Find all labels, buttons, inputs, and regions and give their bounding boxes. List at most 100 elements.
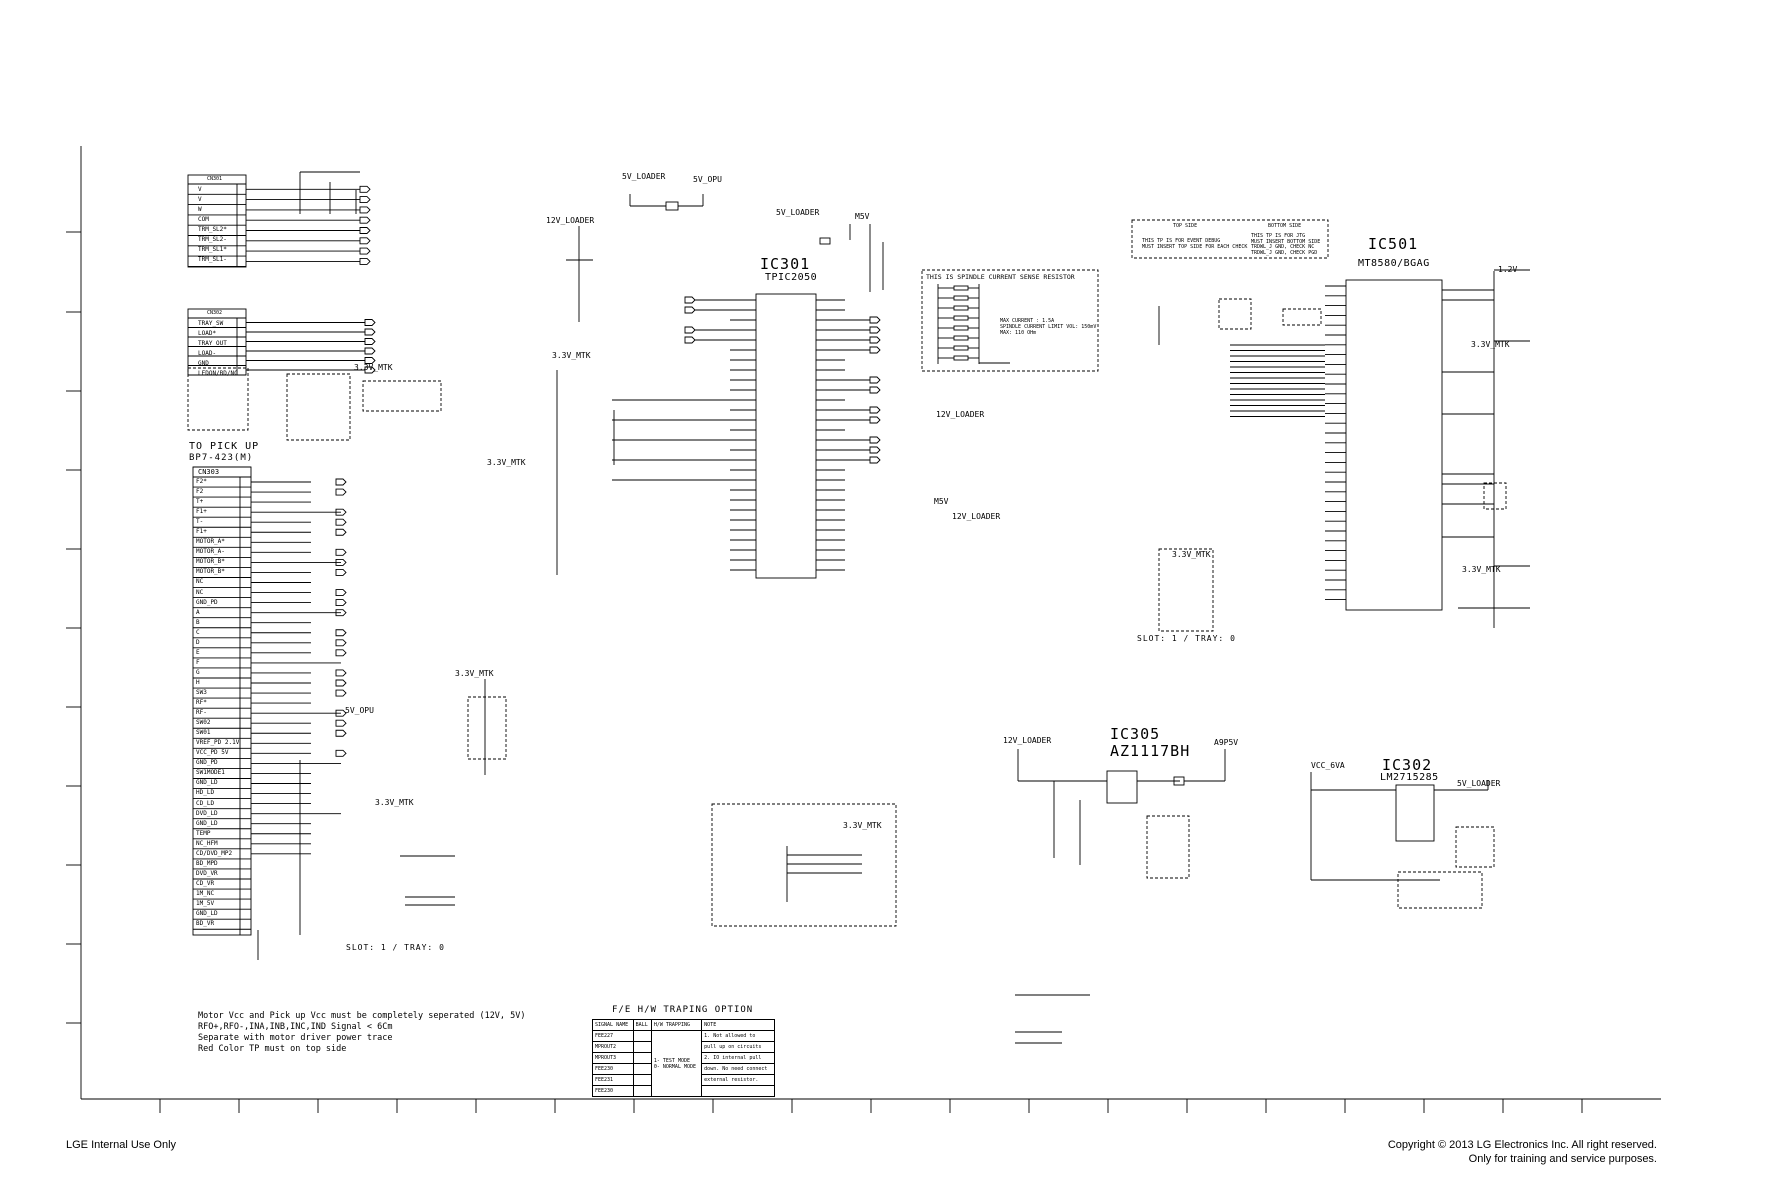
pin-name: RF* (196, 699, 207, 707)
rail-12v-loader-3: 12V_LOADER (952, 512, 1001, 521)
net-port-icon (359, 247, 371, 255)
pin-name: NC (196, 578, 204, 586)
footer-internal-use: LGE Internal Use Only (66, 1139, 177, 1151)
cn301-connector (187, 171, 371, 268)
spindle-sense-resistors (921, 269, 1099, 372)
net-port-icon (869, 326, 881, 334)
pin-name: DVD_LD (196, 809, 218, 817)
trap-note: pull up on circuits (701, 1041, 775, 1053)
pin-name: RF- (196, 709, 207, 717)
pin-name: TRAY_OUT (198, 340, 227, 348)
net-port-icon (359, 227, 371, 234)
rail-3v3-mtk-left: 3.3V_MTK (487, 458, 526, 467)
pickup-title: TO PICK UP (189, 441, 260, 452)
net-port-icon (364, 347, 376, 355)
pin-name: TRM_SL2* (198, 226, 227, 234)
resistor (953, 285, 969, 291)
pin-name: B (196, 618, 200, 626)
sheet-border (66, 146, 1661, 1113)
trap-header-ball: BALL (632, 1019, 652, 1031)
pin-name: GND (198, 360, 209, 368)
mid-dashed-block (711, 803, 897, 927)
ic302-designator: IC302 (1382, 756, 1433, 774)
net-port-icon (335, 589, 347, 596)
net-port-icon (869, 346, 881, 354)
net-port-icon (869, 436, 881, 444)
trap-signal: FEE230 (592, 1085, 634, 1097)
net-port-icon (359, 206, 371, 214)
rail-12v-loader: 12V_LOADER (546, 216, 595, 225)
trap-header-note: NOTE (701, 1019, 775, 1031)
pin-name: F (196, 658, 200, 666)
pin-name: SW01 (196, 729, 211, 737)
resistor (953, 345, 969, 351)
pin-name: BD_MPD (196, 859, 218, 867)
pickup-part: BP7-423(M) (189, 453, 254, 463)
ic305-chip (1017, 749, 1226, 879)
rail-5v-opu-cn303: 5V_OPU (345, 706, 374, 715)
rail-3v3-mtk-ic501-2: 3.3V_MTK (1462, 565, 1501, 574)
ic305-designator: IC305 (1110, 725, 1161, 743)
rail-3v3-mtk-ic301: 3.3V_MTK (552, 351, 591, 360)
pin-name: SW1MODE1 (196, 769, 225, 777)
pin-name: TRM_SL1- (198, 256, 227, 264)
net-port-icon (335, 639, 347, 647)
pin-name: LOAD- (198, 350, 217, 358)
net-port-icon (335, 558, 347, 566)
pin-name: 1M_NC (196, 889, 215, 897)
pin-name: MOTOR_B* (196, 558, 225, 566)
pin-name: LOAD* (198, 330, 217, 338)
footer-purpose: Only for training and service purposes. (1468, 1153, 1657, 1165)
rail-3v3-mtk-ic501: 3.3V_MTK (1471, 340, 1510, 349)
net-port-icon (684, 336, 696, 344)
trap-ball (632, 1052, 652, 1064)
pin-name: BD_VR (196, 920, 215, 928)
ic301-part-number: TPIC2050 (765, 272, 818, 283)
pin-name: GND_LD (196, 910, 218, 918)
resistor (953, 295, 969, 301)
cn302-ref: CN302 (207, 310, 223, 316)
net-port-icon (359, 257, 371, 265)
rail-a9p5v: A9P5V (1214, 738, 1239, 747)
pin-name: F1+ (196, 508, 207, 516)
rail-m5v: M5V (855, 212, 870, 221)
rail-3v3-mtk-cn303-2: 3.3V_MTK (375, 798, 414, 807)
pin-name: E (196, 648, 200, 656)
pin-name: D (196, 638, 200, 646)
pin-name: GND_PD (196, 598, 218, 606)
net-port-icon (335, 689, 347, 697)
pin-name: H (196, 678, 200, 686)
pin-name: W (198, 206, 202, 214)
cn301-ref: CN301 (207, 176, 223, 182)
trap-signal: MPROUT2 (592, 1041, 634, 1053)
top-side-label: TOP SIDE (1173, 223, 1198, 229)
trap-ball (632, 1030, 652, 1042)
net-port-icon (359, 237, 371, 245)
ic305-part-number: AZ1117BH (1110, 742, 1191, 760)
motor-vcc-note: Motor Vcc and Pick up Vcc must be comple… (198, 1011, 526, 1054)
pin-name: V (198, 186, 202, 193)
pin-name: CD_VR (196, 879, 215, 887)
pin-name: C (196, 628, 200, 636)
pin-name: COM (198, 216, 209, 224)
pin-name: MOTOR_A* (196, 538, 225, 546)
resistor (953, 325, 969, 331)
ic501-chip (1131, 219, 1530, 632)
pin-name: NC_HFM (196, 839, 218, 847)
net-port-icon (335, 478, 347, 486)
trap-header-signal: SIGNAL NAME (592, 1019, 634, 1031)
trap-signal: MPROUT3 (592, 1052, 634, 1064)
footer-copyright: Copyright © 2013 LG Electronics Inc. All… (1387, 1139, 1657, 1151)
rail-12v-loader-ic305: 12V_LOADER (1003, 736, 1052, 745)
pin-name: MOTOR_B* (196, 568, 225, 576)
net-port-icon (335, 719, 347, 727)
pin-name: TRM_SL2- (198, 236, 227, 244)
trap-note: external resistor. (701, 1074, 775, 1086)
bottom-side-text: THIS TP IS FOR JTG MUST INSERT BOTTOM SI… (1251, 233, 1321, 256)
net-port-icon (684, 306, 696, 314)
resistor (953, 335, 969, 341)
